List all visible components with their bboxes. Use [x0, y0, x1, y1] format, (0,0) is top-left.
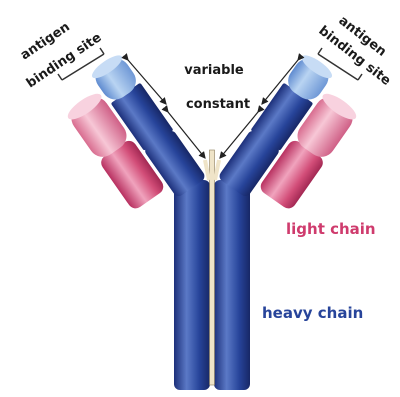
hinge-right — [215, 160, 219, 180]
disulfide-hinge — [210, 150, 215, 385]
hinge-left — [205, 160, 209, 180]
heavy-chain-stem-left — [174, 180, 210, 390]
light-chain-label: light chain — [286, 220, 376, 238]
heavy-chain-stem-right — [214, 180, 250, 390]
variable-label: variable — [184, 63, 244, 78]
heavy-chain-label: heavy chain — [262, 304, 363, 322]
constant-label: constant — [186, 97, 250, 112]
